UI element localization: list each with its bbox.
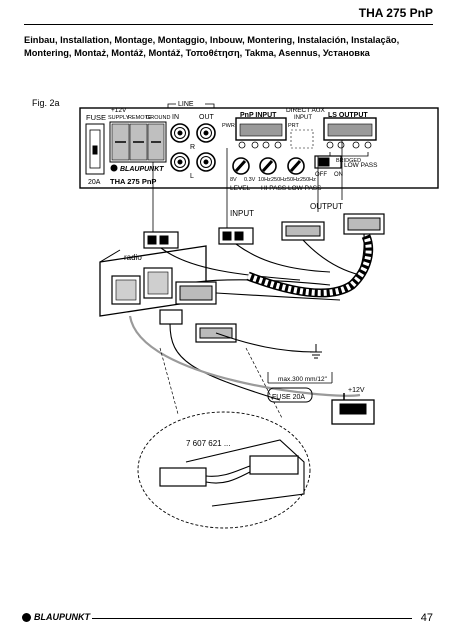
power-12v-label: +12V: [111, 107, 127, 114]
amp-model-label: THA 275 PnP: [110, 177, 156, 186]
knob-label-250hz-b: 250Hz: [300, 177, 316, 183]
output-callout: OUTPUT: [310, 202, 343, 211]
brand-logo-icon: [22, 612, 31, 622]
ground-icon: [310, 344, 322, 359]
line-in-label: IN: [172, 114, 179, 121]
radio-callout: radio: [124, 253, 142, 262]
direct-aux-input-label: INPUT: [294, 115, 312, 121]
battery-icon: [331, 393, 375, 425]
figure-label: Fig. 2a: [32, 98, 60, 108]
channel-l-label: L: [190, 173, 194, 180]
channel-r-label: R: [190, 144, 195, 151]
page-number: 47: [420, 612, 433, 624]
pwr-led-label: PWR: [222, 123, 235, 129]
input-callout: INPUT: [230, 209, 254, 218]
power-remote-label: REMOTE: [128, 115, 152, 121]
fuse-callout: FUSE 20A: [272, 394, 305, 401]
low-pass-switch-label: LOW PASS: [344, 162, 378, 169]
knob-label-03v: 0.3V: [244, 177, 256, 183]
prt-led-label: PRT: [288, 123, 300, 129]
page-header-title: THA 275 PnP: [358, 6, 433, 20]
battery-label: +12V: [348, 387, 365, 394]
switch-off-label: OFF: [315, 172, 327, 178]
footer-brand: BLAUPUNKT: [22, 612, 90, 622]
bridged-label: BRIDGED: [336, 158, 361, 164]
cable-length-label: max.300 mm/12": [278, 376, 328, 383]
ls-output-label: LS OUTPUT: [328, 112, 368, 119]
low-pass-knob-label: LOW PASS: [288, 185, 322, 192]
footer-brand-label: BLAUPUNKT: [34, 612, 90, 622]
switch-on-label: ON: [334, 172, 343, 178]
cable-length-callout: [267, 372, 333, 403]
header-rule: [24, 24, 433, 25]
power-supply-label: SUPPLY: [108, 115, 130, 121]
knob-label-50hz: 50Hz: [287, 177, 300, 183]
hi-pass-label: HI PASS: [261, 185, 287, 192]
fuse-rating-label: 20A: [88, 179, 101, 186]
leader-lines: [152, 140, 343, 232]
connectors: [143, 213, 385, 343]
line-label: LINE: [178, 101, 194, 108]
part-number-label: 7 607 621 ...: [186, 439, 230, 448]
page-subtitle: Einbau, Installation, Montage, Montaggio…: [24, 35, 400, 58]
detail-callout: [137, 347, 311, 529]
power-wire: [128, 315, 361, 397]
amp-brand-label: BLAUPUNKT: [120, 166, 164, 173]
radio-unit: [99, 245, 207, 317]
direct-aux-label: DIRECT AUX: [286, 107, 326, 114]
level-label: LEVEL: [230, 185, 251, 192]
knob-label-10hz: 10Hz: [258, 177, 271, 183]
wire-harness: [160, 233, 365, 401]
knob-label-8v: 8V: [230, 177, 237, 183]
amplifier-panel: [79, 103, 439, 189]
pnp-input-label: PnP INPUT: [240, 112, 277, 119]
footer-rule: [92, 618, 412, 619]
power-ground-label: GROUND: [146, 115, 170, 121]
brand-logo-icon: [110, 164, 118, 172]
callout-labels: INPUT OUTPUT radio max.300 mm/12" FUSE 2…: [124, 202, 365, 448]
knob-label-250hz-a: 250Hz: [271, 177, 287, 183]
line-out-label: OUT: [199, 114, 215, 121]
fuse-label: FUSE: [86, 113, 106, 122]
panel-labels: FUSE 20A +12V SUPPLY REMOTE GROUND LINE …: [86, 101, 378, 192]
